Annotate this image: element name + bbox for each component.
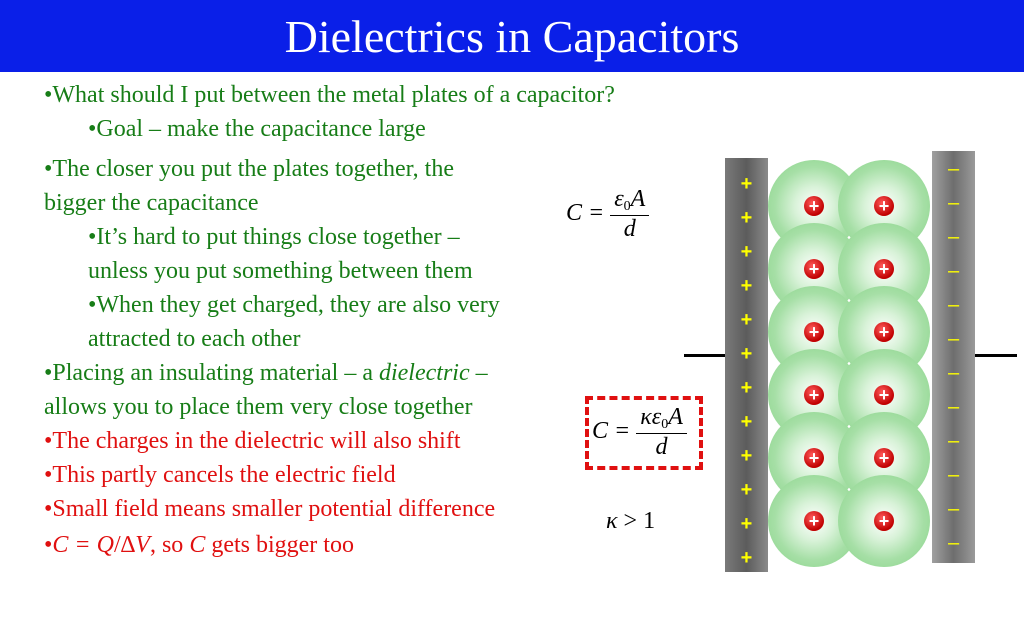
plate-minus-sign: – xyxy=(947,430,960,452)
dielectric-post: – xyxy=(469,360,488,386)
molecule-positive-charge: + xyxy=(874,259,894,279)
formula-kappa-condition: κ > 1 xyxy=(606,508,655,535)
c-eq-q: C = Q xyxy=(52,532,114,558)
plate-minus-sign: – xyxy=(947,192,960,214)
formula1-lhs: C = xyxy=(566,200,605,227)
negative-plate: – – – – – – – – – – – – xyxy=(932,151,975,563)
molecule-positive-charge: + xyxy=(804,196,824,216)
formula2-lhs: C = xyxy=(592,418,631,445)
right-wire xyxy=(975,354,1017,357)
bullet-cancels-field: •This partly cancels the electric field xyxy=(44,462,396,488)
molecule-positive-charge: + xyxy=(874,196,894,216)
title-bar: Dielectrics in Capacitors xyxy=(0,0,1024,72)
formula1-denominator: d xyxy=(623,216,636,242)
bullet-dielectric-line2: allows you to place them very close toge… xyxy=(44,394,473,420)
c-slash: / xyxy=(113,532,121,558)
plate-minus-sign: – xyxy=(947,328,960,350)
plate-plus-sign: + xyxy=(740,513,753,535)
formula-capacitance-dielectric: C = κε0A d xyxy=(592,404,687,461)
molecule-positive-charge: + xyxy=(804,322,824,342)
molecule-positive-charge: + xyxy=(804,448,824,468)
molecule-positive-charge: + xyxy=(804,259,824,279)
formula3-kappa: κ xyxy=(606,508,618,534)
plate-minus-sign: – xyxy=(947,362,960,384)
molecule-positive-charge: + xyxy=(874,511,894,531)
plate-minus-sign: – xyxy=(947,498,960,520)
molecule-positive-charge: + xyxy=(804,385,824,405)
formula2-kappa-epsilon: κε xyxy=(640,404,662,430)
bullet-small-field: •Small field means smaller potential dif… xyxy=(44,496,496,522)
formula2-subscript: 0 xyxy=(661,417,669,432)
c-var: C xyxy=(189,532,206,558)
bullet-hard-line1: •It’s hard to put things close together … xyxy=(88,224,460,250)
slide-title: Dielectrics in Capacitors xyxy=(284,10,740,62)
plate-plus-sign: + xyxy=(740,241,753,263)
plate-plus-sign: + xyxy=(740,343,753,365)
formula3-gt-one: > 1 xyxy=(617,508,656,534)
formula2-numerator: κε0A xyxy=(636,404,687,434)
plate-plus-sign: + xyxy=(740,309,753,331)
plate-minus-sign: – xyxy=(947,396,960,418)
formula1-fraction: ε0A d xyxy=(610,186,650,243)
plate-minus-sign: – xyxy=(947,294,960,316)
formula1-numerator: ε0A xyxy=(610,186,650,216)
formula2-denominator: d xyxy=(655,434,668,460)
plate-minus-sign: – xyxy=(947,260,960,282)
molecule-positive-charge: + xyxy=(874,322,894,342)
bullet-dielectric-line1: •Placing an insulating material – a diel… xyxy=(44,358,488,388)
plate-minus-sign: – xyxy=(947,464,960,486)
formula-capacitance: C = ε0A d xyxy=(566,186,650,243)
bullet-closer-line2: bigger the capacitance xyxy=(44,190,259,216)
formula1-epsilon: ε xyxy=(614,186,624,212)
formula1-subscript: 0 xyxy=(623,199,631,214)
bullet-charged-line1: •When they get charged, they are also ve… xyxy=(88,292,500,318)
bullet-c-equals: •C = Q/∆V, so C gets bigger too xyxy=(44,530,354,560)
bullet-closer-line1: •The closer you put the plates together,… xyxy=(44,156,454,182)
plate-plus-sign: + xyxy=(740,547,753,569)
bullet-goal: •Goal – make the capacitance large xyxy=(88,116,426,142)
bullet-charged-line2: attracted to each other xyxy=(88,326,301,352)
formula2-area: A xyxy=(668,404,683,430)
formula-highlight-box xyxy=(585,396,703,470)
plate-plus-sign: + xyxy=(740,377,753,399)
c-bullet-dot: • xyxy=(44,532,53,558)
plate-plus-sign: + xyxy=(740,207,753,229)
plate-minus-sign: – xyxy=(947,158,960,180)
formula2-fraction: κε0A d xyxy=(636,404,687,461)
plate-plus-sign: + xyxy=(740,275,753,297)
molecule-positive-charge: + xyxy=(804,511,824,531)
bullet-charges-shift: •The charges in the dielectric will also… xyxy=(44,428,461,454)
bullet-question: •What should I put between the metal pla… xyxy=(44,82,615,108)
dielectric-term: dielectric xyxy=(378,360,470,386)
plate-plus-sign: + xyxy=(740,173,753,195)
plate-plus-sign: + xyxy=(740,479,753,501)
molecule-positive-charge: + xyxy=(874,448,894,468)
plate-minus-sign: – xyxy=(947,532,960,554)
molecule-positive-charge: + xyxy=(874,385,894,405)
formula1-area: A xyxy=(630,186,646,212)
bullet-hard-line2: unless you put something between them xyxy=(88,258,473,284)
plate-minus-sign: – xyxy=(947,226,960,248)
dielectric-pre: •Placing an insulating material – a xyxy=(44,360,379,386)
positive-plate: + + + + + + + + + + + + xyxy=(725,158,768,572)
plate-plus-sign: + xyxy=(740,445,753,467)
c-bigger: gets bigger too xyxy=(205,532,354,558)
left-wire xyxy=(684,354,726,357)
c-so: , so xyxy=(149,532,190,558)
c-delta-v: ∆V xyxy=(120,532,150,558)
plate-plus-sign: + xyxy=(740,411,753,433)
